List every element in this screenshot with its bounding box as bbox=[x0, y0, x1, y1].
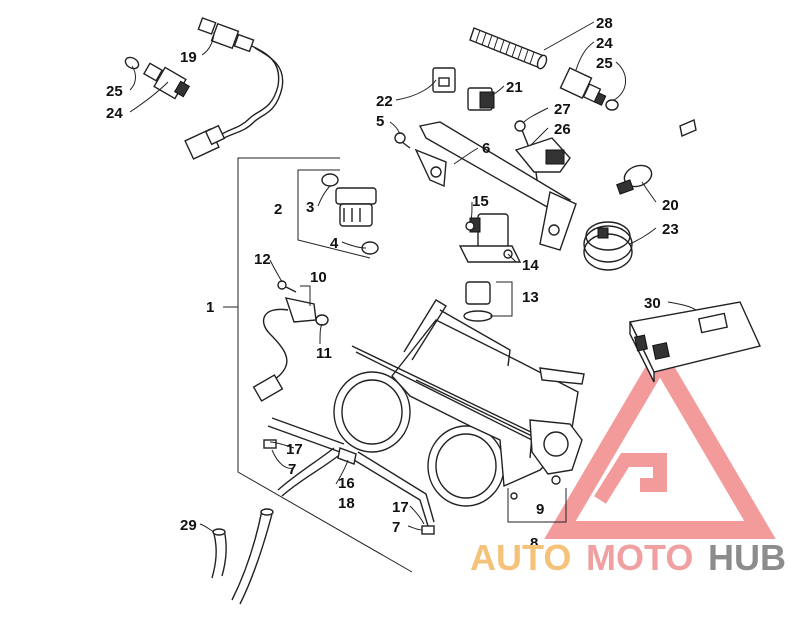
hose-28 bbox=[469, 27, 548, 70]
logo-triangle bbox=[544, 342, 776, 539]
callout-20: 20 bbox=[662, 197, 679, 214]
callout-2: 2 bbox=[274, 201, 282, 218]
watermark-auto: AUTO bbox=[470, 537, 571, 578]
idle-air-motor bbox=[458, 213, 522, 322]
injector bbox=[297, 169, 379, 259]
callout-25: 25 bbox=[106, 83, 123, 100]
callout-19: 19 bbox=[180, 49, 197, 66]
ecu bbox=[628, 301, 761, 383]
watermark-moto: MOTO bbox=[586, 537, 693, 578]
callout-3: 3 bbox=[306, 199, 314, 216]
pressure-switch bbox=[616, 164, 653, 195]
callout-15: 15 bbox=[472, 193, 489, 210]
callout-29: 29 bbox=[180, 517, 197, 534]
callout-6: 6 bbox=[482, 140, 490, 157]
callout-23: 23 bbox=[662, 221, 679, 238]
callout-7: 7 bbox=[392, 519, 400, 536]
callout-13: 13 bbox=[522, 289, 539, 306]
bolt-27 bbox=[514, 120, 531, 151]
fuel-rail bbox=[414, 121, 577, 251]
callout-24: 24 bbox=[596, 35, 613, 52]
callout-1: 1 bbox=[206, 299, 214, 316]
callout-17: 17 bbox=[286, 441, 303, 458]
hose-29 bbox=[211, 508, 274, 605]
callout-7: 7 bbox=[288, 461, 296, 478]
callout-24: 24 bbox=[106, 105, 123, 122]
watermark-logo bbox=[544, 342, 776, 539]
callout-5: 5 bbox=[376, 113, 384, 130]
bracket-icon bbox=[679, 119, 697, 137]
callout-10: 10 bbox=[310, 269, 327, 286]
callout-16: 16 bbox=[338, 475, 355, 492]
callout-labels: 28 24 25 19 25 24 22 21 27 26 5 6 20 23 … bbox=[106, 15, 679, 552]
callout-25: 25 bbox=[596, 55, 613, 72]
connector-21 bbox=[467, 87, 495, 111]
callout-12: 12 bbox=[254, 251, 271, 268]
connector-22 bbox=[432, 67, 456, 93]
callout-8: 8 bbox=[530, 535, 538, 552]
callout-4: 4 bbox=[330, 235, 339, 252]
temp-sensor-right bbox=[559, 67, 619, 111]
bolt-5 bbox=[394, 132, 411, 149]
callout-21: 21 bbox=[506, 79, 523, 96]
callout-30: 30 bbox=[644, 295, 661, 312]
assembly-bracket bbox=[223, 157, 413, 573]
watermark-hub: HUB bbox=[708, 537, 786, 578]
callout-22: 22 bbox=[376, 93, 393, 110]
callout-11: 11 bbox=[316, 345, 332, 362]
callout-28: 28 bbox=[596, 15, 613, 32]
o2-sensor bbox=[184, 17, 284, 160]
temp-sensor-left bbox=[124, 56, 191, 100]
throttle-body bbox=[333, 299, 585, 523]
callout-9: 9 bbox=[536, 501, 544, 518]
callout-26: 26 bbox=[554, 121, 571, 138]
clamp-23 bbox=[583, 221, 633, 271]
leader-lines bbox=[129, 21, 697, 533]
callout-17: 17 bbox=[392, 499, 409, 516]
map-sensor-26 bbox=[514, 137, 571, 189]
callout-18: 18 bbox=[338, 495, 355, 512]
logo-g-mark bbox=[594, 453, 667, 504]
watermark-text: AUTO MOTO HUB bbox=[470, 537, 786, 578]
vacuum-hoses bbox=[263, 417, 435, 535]
callout-27: 27 bbox=[554, 101, 571, 118]
tps-sensor bbox=[252, 280, 329, 402]
callout-14: 14 bbox=[522, 257, 539, 274]
